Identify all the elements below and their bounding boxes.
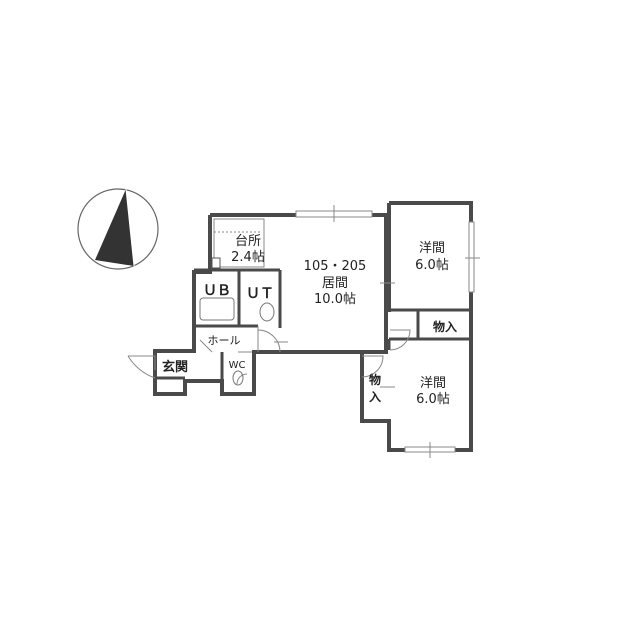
north-arrow-icon bbox=[77, 188, 159, 270]
bath-fixtures bbox=[199, 297, 275, 386]
western-1-size: 6.0帖 bbox=[415, 258, 449, 273]
western-1-name: 洋間 bbox=[419, 241, 445, 256]
western-2-size: 6.0帖 bbox=[416, 392, 450, 407]
interior-walls bbox=[155, 268, 471, 381]
closet-2-name-top: 物 bbox=[369, 372, 381, 387]
closet-1-name: 物入 bbox=[433, 319, 457, 334]
western-2-name: 洋間 bbox=[420, 376, 446, 391]
closet-2-name-bottom: 入 bbox=[369, 390, 381, 404]
fixtures bbox=[127, 205, 480, 458]
kitchen-counter bbox=[213, 218, 265, 268]
living-name: 居間 bbox=[322, 276, 348, 291]
entrance-name: 玄関 bbox=[162, 359, 188, 375]
bath-name: ＵＢ bbox=[203, 283, 231, 299]
hall-name: ホール bbox=[208, 334, 241, 347]
utility-name: ＵＴ bbox=[246, 286, 274, 302]
living-unit: 105・205 bbox=[304, 259, 367, 274]
room-labels: 台所 2.4帖 105・205 居間 10.0帖 洋間 6.0帖 洋間 6.0帖… bbox=[162, 234, 457, 407]
washbasin bbox=[259, 302, 275, 322]
kitchen-size: 2.4帖 bbox=[231, 250, 265, 265]
toilet-name: WC bbox=[229, 360, 246, 371]
living-size: 10.0帖 bbox=[314, 292, 356, 307]
bathtub bbox=[199, 297, 235, 321]
window-western-1 bbox=[468, 221, 475, 293]
toilet-bowl bbox=[232, 370, 244, 386]
kitchen-name: 台所 bbox=[235, 234, 261, 249]
